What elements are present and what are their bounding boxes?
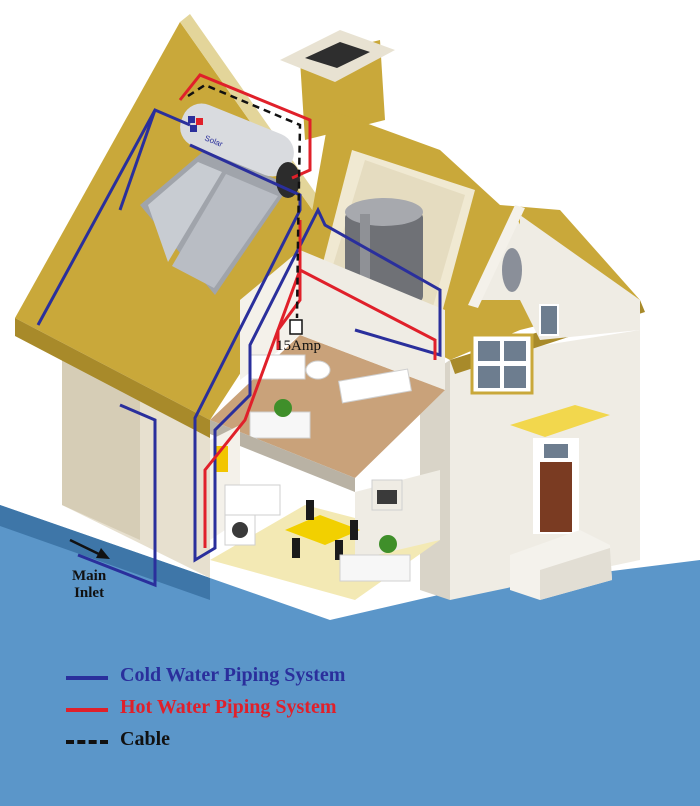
solar-panel-left [148,162,222,262]
ground-left-slab [0,505,210,600]
water-tank-top [345,198,423,226]
chair-4 [350,520,358,540]
water-tank-highlight [360,214,370,298]
hot-water-pipes [178,73,437,548]
legend-item-cable: Cable [66,726,406,758]
amp-rating-label: 15Amp [276,338,321,354]
floor-slab-upper [210,420,355,492]
legend-label-cold: Cold Water Piping System [120,664,346,686]
oven-door [377,490,397,504]
chair-1 [292,538,300,558]
electric-cable [187,83,302,319]
lower-plant [379,535,397,553]
dining-table [285,515,360,545]
main-inlet-label-line1: Main [72,568,107,584]
washing-machine-door [232,522,248,538]
attic-vent [502,248,522,292]
legend-item-cold: Cold Water Piping System [66,662,406,694]
roof-ridge-edge [180,14,340,235]
left-wall-shade [62,350,140,540]
legend-swatch-cold [66,676,108,680]
chimney-opening [305,42,370,68]
toilet [305,360,331,380]
front-door-glass [544,444,568,458]
main-inlet-arrow-icon [69,538,110,559]
chair-2 [335,540,343,560]
solar-panel-right [172,174,278,288]
cold-water-pipes [36,108,442,588]
window-upper-pane-d [504,366,526,388]
solar-tank-cap [276,162,300,198]
legend-swatch-cable [66,740,108,744]
chair-3 [306,500,314,520]
legend-label-hot: Hot Water Piping System [120,696,337,718]
sofa [339,554,411,582]
legend: Cold Water Piping System Hot Water Pipin… [66,662,406,758]
solar-tank-cylinder [180,103,294,177]
front-steps-shade [540,548,612,600]
roof-left-edge [15,318,210,438]
dormer-roof-edge [468,205,525,308]
sink-counter [249,354,306,380]
front-door [540,462,572,532]
legend-swatch-hot [66,708,108,712]
main-inlet-label-line2: Inlet [74,585,105,601]
window-upper-pane-b [504,341,526,361]
power-socket-icon [289,319,303,335]
upper-back-wall [240,250,300,380]
kitchen-counter [224,484,281,516]
upper-plant [274,399,292,417]
upper-right-wall [300,250,445,390]
legend-item-hot: Hot Water Piping System [66,694,406,726]
door-awning [510,405,610,437]
solar-logo-icon [188,116,203,132]
window-side [539,304,559,336]
window-upper-pane-c [478,366,500,388]
legend-label-cable: Cable [120,728,170,750]
bathtub [338,368,412,404]
main-inlet-label: Main Inlet [72,568,106,602]
window-upper-pane-a [478,341,500,361]
